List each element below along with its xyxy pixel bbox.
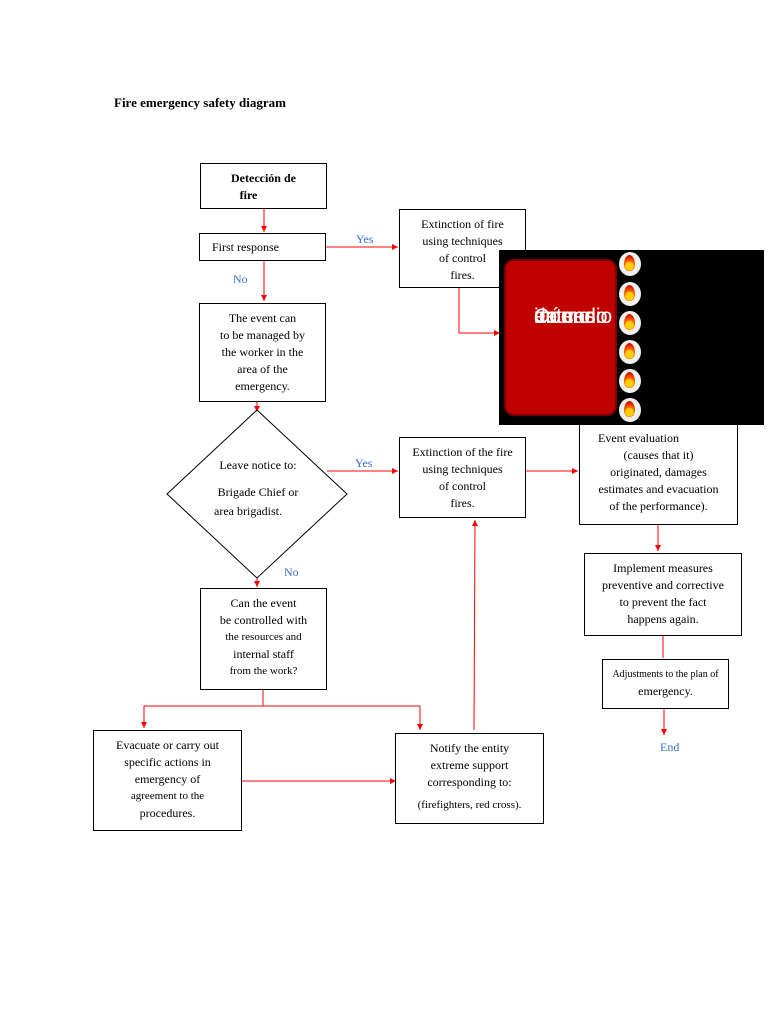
node-event-evaluation: Event evaluation (causes that it) origin…	[579, 421, 738, 525]
node-event-managed: The event can to be managed by the worke…	[199, 303, 326, 402]
fire-icon	[619, 398, 641, 422]
node-first-response: First response	[199, 233, 326, 261]
node-evacuate: Evacuate or carry out specific actions i…	[93, 730, 242, 831]
fire-icon	[619, 369, 641, 393]
arrow-ext1-banner	[458, 288, 500, 336]
fire-icon	[619, 340, 641, 364]
flame-column	[617, 250, 643, 425]
label-yes-2: Yes	[355, 456, 373, 470]
fire-icon	[619, 252, 641, 276]
node-adjustments: Adjustments to the plan of emergency.	[602, 659, 729, 709]
node-deteccion: Detección de fire	[200, 163, 327, 209]
node-leave-notice-text: Leave notice to: Brigade Chief or area b…	[214, 458, 299, 518]
leave-notice-diamond	[166, 409, 348, 579]
arrow-notify-ext2	[471, 519, 478, 731]
node-implement-measures: Implement measures preventive and correc…	[584, 553, 742, 636]
fire-procedure-banner: Cómo actuar en caso de incendio	[499, 250, 764, 425]
banner-red-panel: Cómo actuar en caso de incendio	[504, 259, 617, 416]
diagram-title: Fire emergency safety diagram	[114, 95, 286, 110]
node-notify: Notify the entity extreme support corres…	[395, 733, 544, 824]
node-can-event: Can the event be controlled with the res…	[200, 588, 327, 690]
fire-icon	[619, 282, 641, 306]
label-no-2: No	[284, 565, 299, 579]
label-no-1: No	[233, 272, 248, 286]
label-yes-1: Yes	[356, 232, 374, 246]
node-extinction-2: Extinction of the fire using techniques …	[399, 437, 526, 518]
label-end: End	[660, 740, 680, 754]
fire-icon	[619, 311, 641, 335]
